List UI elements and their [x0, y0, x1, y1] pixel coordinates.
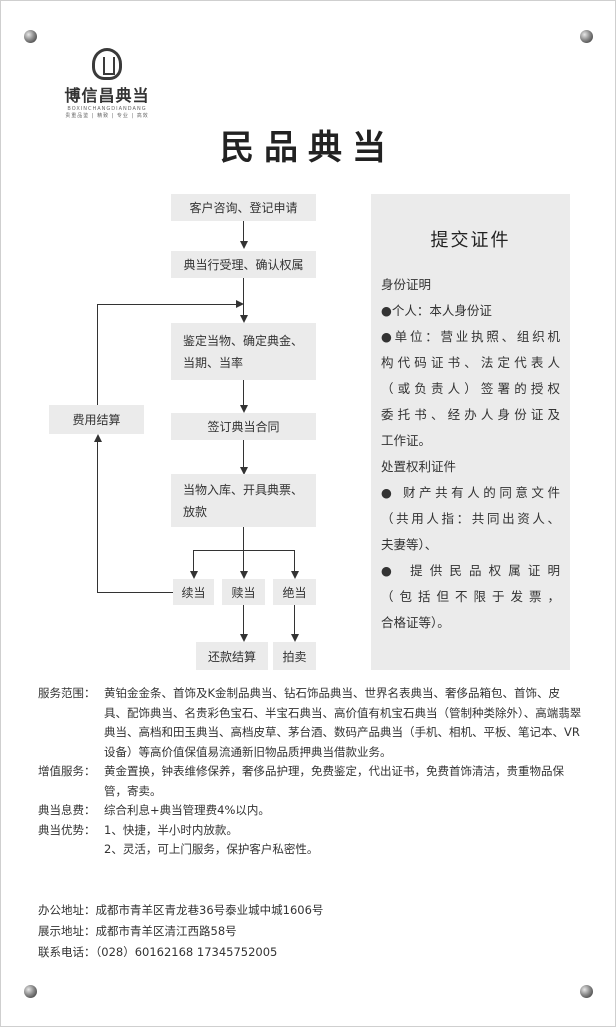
arrow-down-icon [291, 571, 299, 579]
identity-heading: 身份证明 [381, 277, 432, 292]
arrow-down-icon [240, 634, 248, 642]
arrow-down-icon [240, 467, 248, 475]
showroom-address: 展示地址：成都市青羊区清江西路58号 [38, 924, 237, 938]
flow-connector [193, 550, 194, 572]
flow-step-appraise: 鉴定当物、确定典金、当期、当率 [171, 323, 316, 380]
arrow-down-icon [240, 405, 248, 413]
flow-step-consult: 客户咨询、登记申请 [171, 194, 316, 221]
company-docs-line: 委托书、经办人身份证及 [381, 407, 560, 422]
joint-owner-line: （共用人指：共同出资人、 [381, 511, 560, 526]
arrow-down-icon [291, 634, 299, 642]
documents-body: 身份证明 ●个人：本人身份证 ●单位：营业执照、组织机 构代码证书、法定代表人 … [381, 272, 560, 636]
page-title: 民品典当 [220, 128, 396, 168]
value-added: 增值服务： 黄金置换，钟表维修保养，奢侈品护理，免费鉴定，代出证书，免费首饰清洁… [38, 762, 583, 801]
flow-connector [243, 527, 244, 550]
ownership-line: 合格证等）。 [381, 615, 450, 630]
company-docs-line: 工作证。 [381, 433, 432, 448]
flow-step-storage: 当物入库、开具典票、放款 [171, 474, 316, 527]
logo-emblem-icon [92, 48, 122, 80]
service-scope-label: 服务范围： [38, 686, 96, 700]
contact-info: 办公地址：成都市青羊区青龙巷36号泰业城中城1606号 展示地址：成都市青羊区清… [38, 900, 583, 963]
arrow-up-icon [94, 434, 102, 442]
value-added-text: 黄金置换，钟表维修保养，奢侈品护理，免费鉴定，代出证书，免费首饰清洁，贵重物品保… [104, 764, 564, 798]
flow-step-storage-text: 当物入库、开具典票、放款 [183, 482, 304, 519]
arrow-down-icon [240, 571, 248, 579]
pawn-fee-label: 典当息费： [38, 803, 96, 817]
screw-icon [580, 985, 593, 998]
flow-connector [294, 605, 295, 635]
flow-connector [294, 550, 295, 572]
arrow-down-icon [190, 571, 198, 579]
logo-name: 博信昌典当 [64, 86, 150, 105]
pawn-fee: 典当息费： 综合利息+典当管理费4%以内。 [38, 801, 583, 821]
service-scope: 服务范围： 黄铂金金条、首饰及K金制品典当、钻石饰品典当、世界名表典当、奢侈品箱… [38, 684, 583, 762]
advantage-item: 1、快捷，半小时内放款。 [104, 822, 238, 837]
pawn-advantage: 典当优势： 1、快捷，半小时内放款。 2、灵活，可上门服务，保护客户私密性。 [38, 821, 583, 860]
flow-step-appraise-text: 鉴定当物、确定典金、当期、当率 [183, 333, 304, 370]
personal-id: ●个人：本人身份证 [381, 303, 492, 318]
pawn-advantage-label: 典当优势： [38, 822, 96, 837]
flow-connector [97, 441, 98, 593]
flow-fee-settlement: 费用结算 [49, 405, 144, 434]
company-docs-line: （或负责人）签署的授权 [381, 381, 560, 396]
flow-connector [97, 592, 173, 593]
flow-repay: 还款结算 [196, 642, 268, 670]
pawn-fee-text: 综合利息+典当管理费4%以内。 [104, 803, 270, 817]
logo-tagline: 贵重品鉴 | 精致 | 专业 | 高效 [65, 113, 149, 119]
joint-owner-line: ● 财产共有人的同意文件 [381, 485, 560, 500]
company-logo: 博信昌典当 BOXINCHANGDIANDANG 贵重品鉴 | 精致 | 专业 … [52, 48, 162, 119]
flow-redeem: 赎当 [222, 579, 265, 605]
service-scope-text: 黄铂金金条、首饰及K金制品典当、钻石饰品典当、世界名表典当、奢侈品箱包、首饰、皮… [104, 686, 582, 759]
contact-phone: 联系电话：（028）60162168 17345752005 [38, 945, 278, 959]
flow-connector [193, 550, 295, 551]
advantage-item: 2、灵活，可上门服务，保护客户私密性。 [104, 842, 319, 856]
flow-connector [243, 278, 244, 316]
company-docs-line: ●单位：营业执照、组织机 [381, 329, 560, 344]
service-info: 服务范围： 黄铂金金条、首饰及K金制品典当、钻石饰品典当、世界名表典当、奢侈品箱… [38, 684, 583, 860]
documents-panel: 提交证件 身份证明 ●个人：本人身份证 ●单位：营业执照、组织机 构代码证书、法… [371, 194, 570, 670]
arrow-down-icon [240, 241, 248, 249]
flow-connector [97, 304, 98, 405]
logo-pinyin: BOXINCHANGDIANDANG [67, 106, 147, 112]
flow-connector [243, 550, 244, 572]
flow-connector [243, 440, 244, 468]
flow-step-accept: 典当行受理、确认权属 [171, 251, 316, 278]
joint-owner-line: 夫妻等）、 [381, 537, 438, 552]
screw-icon [24, 985, 37, 998]
value-added-label: 增值服务： [38, 764, 96, 778]
screw-icon [24, 30, 37, 43]
documents-title: 提交证件 [430, 230, 511, 251]
arrow-right-icon [236, 300, 244, 308]
pawn-advantage-text: 1、快捷，半小时内放款。 2、灵活，可上门服务，保护客户私密性。 [104, 821, 583, 860]
flow-renew: 续当 [173, 579, 214, 605]
flow-auction: 拍卖 [273, 642, 316, 670]
flow-connector [97, 304, 237, 305]
office-address: 办公地址：成都市青羊区青龙巷36号泰业城中城1606号 [38, 903, 324, 917]
flow-connector [243, 380, 244, 406]
flow-connector [243, 605, 244, 635]
company-docs-line: 构代码证书、法定代表人 [381, 355, 560, 370]
ownership-line: ● 提供民品权属证明 [381, 563, 560, 578]
ownership-line: （包括但不限于发票， [381, 589, 560, 604]
disposal-heading: 处置权利证件 [381, 459, 457, 474]
flow-forfeit: 绝当 [273, 579, 316, 605]
flow-step-contract: 签订典当合同 [171, 413, 316, 440]
screw-icon [580, 30, 593, 43]
flow-connector [243, 221, 244, 243]
arrow-down-icon [240, 315, 248, 323]
